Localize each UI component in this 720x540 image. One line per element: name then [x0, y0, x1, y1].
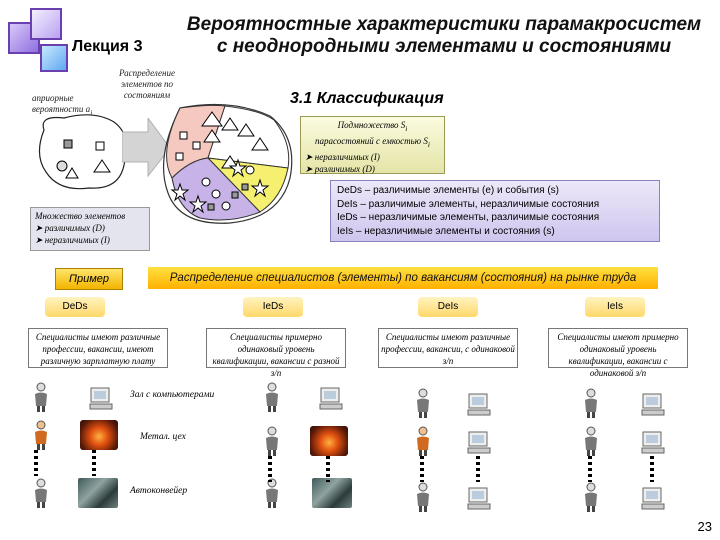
example-button[interactable]: Пример: [55, 268, 123, 290]
ellipsis-dots: [588, 456, 592, 482]
code-line-1: DeDs – различимые элементы (e) и события…: [337, 185, 559, 196]
computer-icon: [641, 487, 665, 510]
apriori-text: вероятности a: [32, 104, 91, 114]
set-item-1: ➤ различимых (D): [35, 223, 105, 233]
state-sectors-diagram: [163, 103, 293, 224]
worker-icon: [35, 420, 47, 450]
column-desc-4: Специалисты имеют примерно одинаковый ур…: [548, 328, 688, 378]
ellipsis-dots: [650, 456, 654, 482]
title-line-1: Вероятностные характеристики парамакроси…: [186, 14, 702, 35]
column-code-4: IeIs: [585, 297, 645, 317]
subset-box: Подмножество Si парасостояний с емкостью…: [300, 116, 445, 174]
computer-icon: [641, 431, 665, 454]
ellipsis-dots: [326, 456, 330, 482]
title-line-2: с неоднородными элементами и состояниями: [216, 36, 672, 57]
computer-icon: [319, 387, 343, 410]
computer-icon: [641, 393, 665, 416]
worker-icon: [417, 426, 429, 456]
row-label-computers: Зал с компьютерами: [130, 390, 215, 400]
subset-line-1: Подмножество Si: [305, 119, 440, 135]
set-item-2: ➤ неразличимых (I): [35, 235, 110, 245]
code-line-4: IeIs – неразличимые элементы и состояния…: [337, 225, 555, 237]
apriori-sub: i: [90, 107, 93, 117]
person-icon: [585, 482, 597, 512]
furnace-icon: [310, 426, 348, 456]
computer-icon: [467, 431, 491, 454]
codes-box: DeDs – различимые элементы (e) и события…: [330, 180, 660, 242]
arrow-icon: [122, 118, 171, 178]
code-line-3: IeDs – неразличимые элементы, различимые…: [337, 212, 600, 223]
banner: Распределение специалистов (элементы) по…: [148, 267, 658, 289]
computer-icon: [467, 393, 491, 416]
conveyor-icon: [312, 478, 352, 508]
subset-line-1-sub: i: [405, 123, 408, 133]
column-desc-1: Специалисты имеют различные профессии, в…: [28, 328, 168, 368]
distribution-line-3: состояниям: [123, 90, 171, 100]
apriori-line-2: вероятности ai: [32, 104, 92, 118]
computer-icon: [467, 487, 491, 510]
column-code-3: DeIs: [418, 297, 478, 317]
apriori-line-1: априорные: [32, 93, 74, 103]
person-icon: [266, 382, 278, 412]
person-icon: [266, 426, 278, 456]
subset-line-2: парасостояний с емкостью Si: [305, 135, 440, 151]
apriori-label: априорные вероятности ai: [32, 93, 92, 118]
column-code-1: DeDs: [45, 297, 105, 317]
distribution-label: Распределение элементов по состояниям: [112, 68, 182, 101]
distribution-line-2: элементов по: [120, 79, 174, 89]
ellipsis-dots: [476, 456, 480, 482]
subset-line-1-text: Подмножество S: [337, 120, 406, 130]
lecture-label: Лекция 3: [72, 38, 143, 55]
ellipsis-dots: [34, 450, 38, 476]
subset-item-2-text: различимых (D): [314, 163, 375, 174]
row-label-conveyor: Автоконвейер: [130, 486, 188, 496]
person-icon: [417, 482, 429, 512]
column-desc-3: Специалисты имеют различные профессии, в…: [378, 328, 518, 368]
person-icon: [417, 388, 429, 418]
code-line-2: DeIs – различимые элементы, неразличимые…: [337, 198, 600, 210]
column-desc-2: Специалисты примерно одинаковый уровень …: [206, 328, 346, 378]
ellipsis-dots: [92, 450, 96, 476]
page-title: Вероятностные характеристики парамакроси…: [174, 14, 714, 58]
conveyor-icon: [78, 478, 118, 508]
furnace-icon: [80, 420, 118, 450]
ellipsis-dots: [420, 456, 424, 482]
distribution-line-1: Распределение: [119, 68, 175, 78]
ellipsis-dots: [268, 456, 272, 482]
person-icon: [585, 388, 597, 418]
subset-line-2-sub: i: [427, 139, 430, 149]
set-item-2-text: неразличимых (I): [44, 235, 110, 245]
row-label-metal: Метал. цех: [140, 432, 186, 442]
subset-item-1: ➤ неразличимых (I): [305, 151, 380, 162]
person-icon: [35, 382, 47, 412]
subset-line-2-text: парасостояний с емкостью S: [315, 135, 428, 146]
person-icon: [266, 478, 278, 508]
computer-icon: [89, 387, 113, 410]
element-set-diagram: [38, 114, 127, 190]
subset-item-1-text: неразличимых (I): [314, 151, 380, 162]
section-title: 3.1 Классификация: [290, 90, 444, 107]
element-set-box: Множество элементов ➤ различимых (D) ➤ н…: [30, 207, 150, 251]
column-code-2: IeDs: [243, 297, 303, 317]
person-icon: [35, 478, 47, 508]
set-title: Множество элементов: [35, 211, 126, 221]
set-item-1-text: различимых (D): [44, 223, 105, 233]
subset-item-2: ➤ различимых (D): [305, 163, 375, 174]
person-icon: [585, 426, 597, 456]
page-number: 23: [697, 519, 712, 534]
